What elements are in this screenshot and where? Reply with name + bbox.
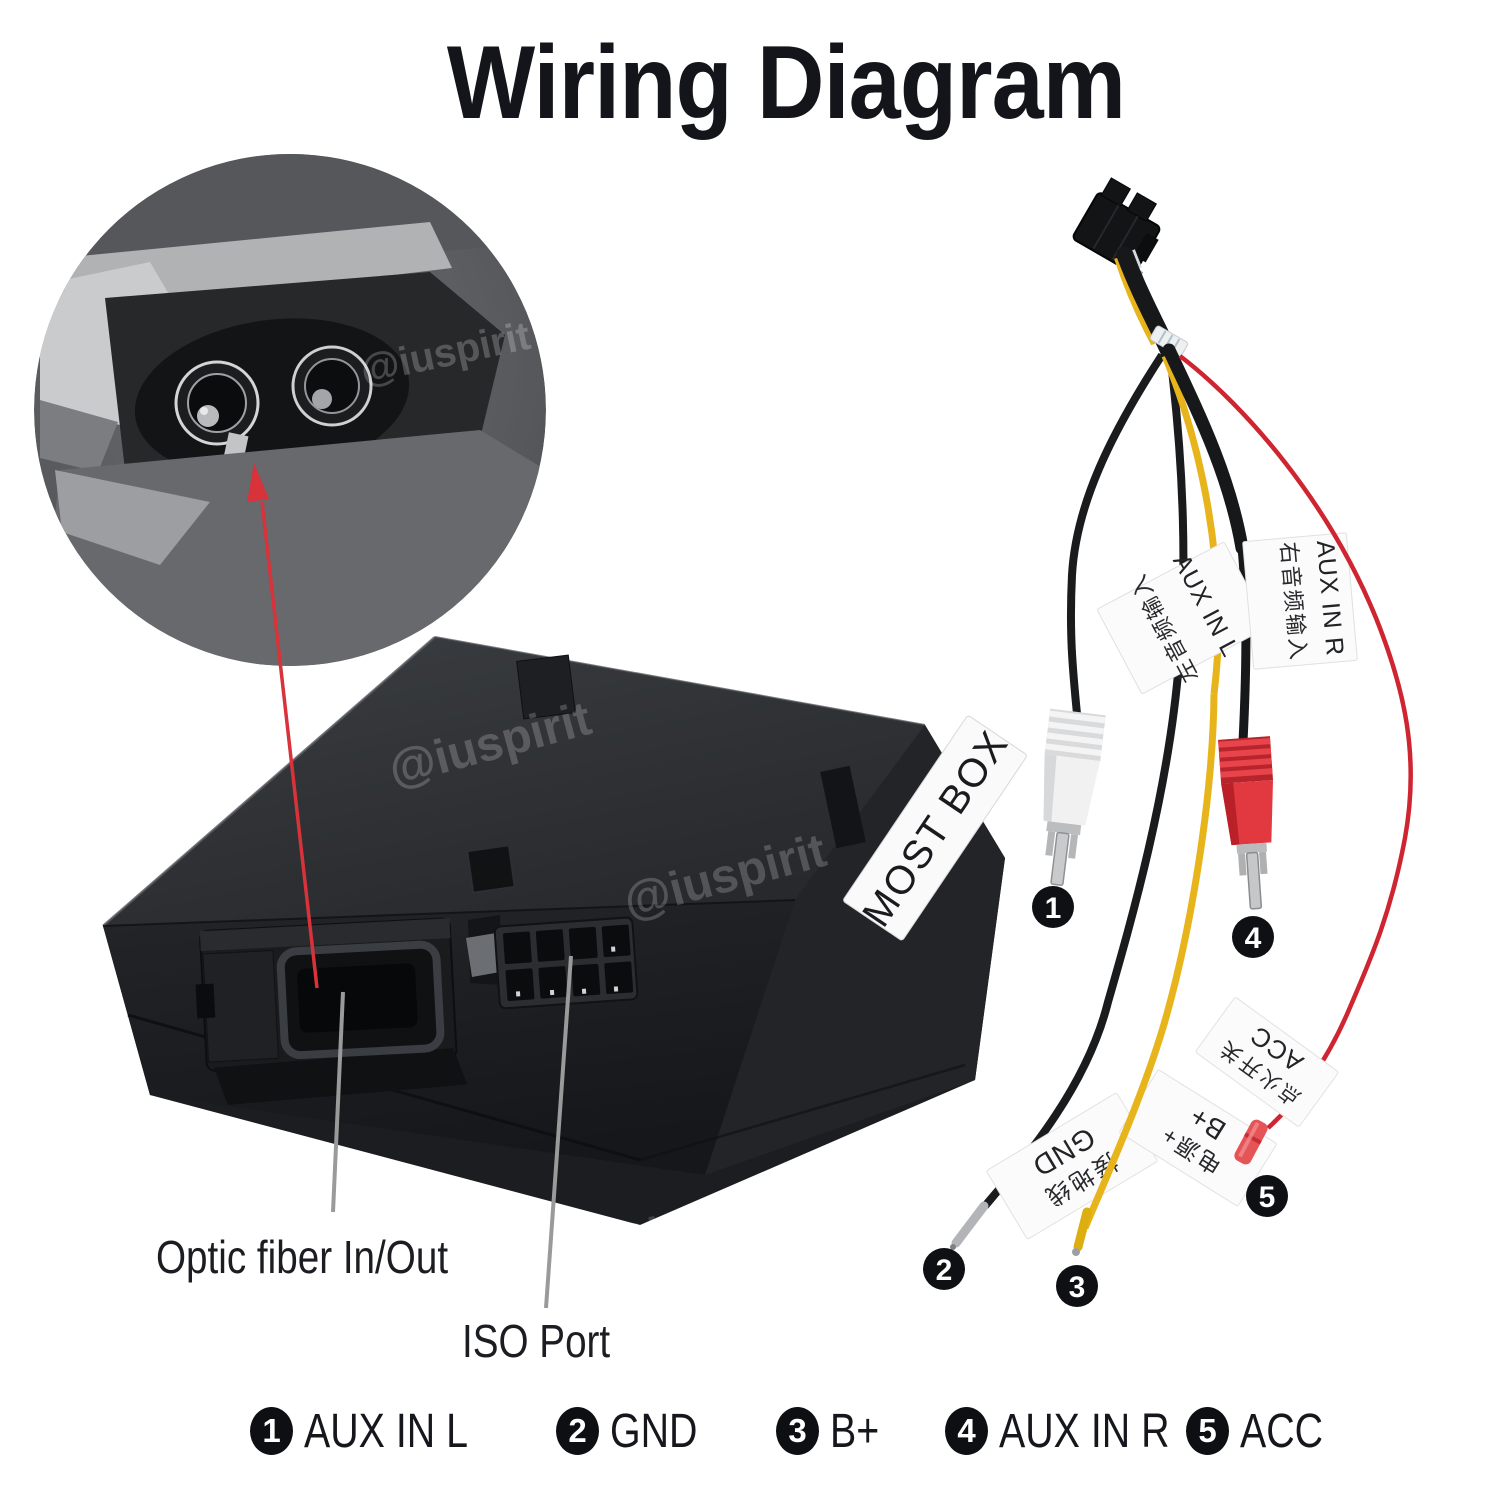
crimp-highlight (1238, 1121, 1260, 1158)
legend-label: AUX IN R (999, 1404, 1170, 1458)
badge-4: 4 (1232, 916, 1274, 958)
tag-gnd: 接地线 GND (986, 1092, 1158, 1240)
gnd-ferrule-tip (950, 1244, 956, 1250)
badge-1: 1 (1032, 886, 1074, 928)
tag-aux-in-l: 左音频输入 AUX IN L (1097, 542, 1269, 694)
badge-5-number: 5 (1259, 1181, 1276, 1214)
badge-4-number: 4 (1245, 922, 1262, 955)
rca-rib (1220, 768, 1273, 778)
iso-port-callout-line (544, 955, 573, 1309)
red-crimp-terminal (1234, 1119, 1268, 1165)
optic-port-hole (297, 963, 418, 1033)
plug-prong (1126, 192, 1158, 222)
red-rca-plug (1218, 736, 1274, 910)
legend-item-aux-in-l: 1 AUX IN L (250, 1404, 504, 1458)
yellow-wire-tip (1072, 1248, 1080, 1256)
rca-center-pin (1245, 851, 1263, 910)
rca-rib (1049, 710, 1106, 724)
legend-number-badge: 3 (776, 1407, 819, 1455)
iso-pin-holes (502, 924, 634, 1001)
legend-number-badge: 1 (250, 1407, 293, 1455)
rca-center-pin (1050, 831, 1070, 886)
legend-item-aux-in-r: 4 AUX IN R (945, 1404, 1207, 1458)
legend-label: GND (610, 1404, 698, 1458)
optic-connector-inset: @iuspirit (34, 154, 546, 666)
inset-light-streak (55, 470, 210, 565)
rca-collar (1046, 821, 1082, 836)
box-face-seam (102, 899, 796, 927)
badge-3-number: 3 (1069, 1271, 1086, 1304)
optic-barrel-left (174, 360, 260, 446)
port-clip-notch (195, 983, 216, 1019)
box-top-recess (466, 844, 516, 894)
box-top-tab (516, 654, 576, 720)
optic-fiber-port (195, 917, 468, 1105)
legend-number-badge: 2 (556, 1407, 599, 1455)
inset-metal-shadow (40, 400, 118, 472)
barrel-glint (312, 389, 332, 409)
white-wire-stub (1131, 249, 1142, 269)
legend-number-badge: 4 (945, 1407, 988, 1455)
plug-latch (1133, 232, 1159, 263)
legend-label: B+ (830, 1404, 880, 1458)
rca-prong (1238, 853, 1247, 876)
yellow-wire-upper (1114, 257, 1157, 346)
gnd-ferrule (951, 1201, 989, 1248)
box-edge-highlight-left (102, 636, 436, 927)
iso-metal-clip (466, 933, 500, 977)
legend-item-acc: 5 ACC (1186, 1404, 1341, 1458)
inset-lower-area (50, 430, 546, 666)
badge-1-number: 1 (1045, 892, 1062, 925)
tag-aux-in-r: 右音频输入 AUX IN R (1242, 532, 1358, 670)
page-title: Wiring Diagram (446, 25, 1126, 141)
optic-barrel-right (291, 345, 373, 427)
rca-body-shade (1043, 754, 1057, 822)
legend-label: AUX IN L (304, 1404, 469, 1458)
box-lid-seam-right (639, 1063, 966, 1162)
port-top-bar (199, 918, 451, 952)
rca-rib (1046, 732, 1103, 746)
plug-prong (1100, 177, 1132, 207)
box-top-face (103, 637, 925, 926)
badge-2: 2 (923, 1248, 965, 1290)
box-side-slot (820, 765, 866, 849)
optic-fiber-pointer-arrow (247, 463, 319, 989)
yellow-wire-shrink-tip (1073, 1207, 1092, 1252)
legend-item-b-plus: 3 B+ (776, 1404, 890, 1458)
legend-item-gnd: 2 GND (556, 1404, 717, 1458)
arrowhead (247, 463, 269, 502)
optic-fiber-callout-line (331, 991, 345, 1213)
legend-number-badge: 5 (1186, 1407, 1229, 1455)
iso-pin-glints (515, 946, 619, 997)
iso-port-callout-label: ISO Port (462, 1315, 611, 1367)
barrel-glint (197, 405, 219, 427)
yellow-wire-lower (1081, 693, 1218, 1230)
rca-prong (1045, 831, 1056, 856)
rca-rib (1218, 748, 1272, 758)
aux-r-sheath (1162, 343, 1249, 555)
rca-body-shade (1221, 782, 1240, 846)
badge-5: 5 (1246, 1175, 1288, 1217)
harness-connector-plug (1072, 177, 1161, 274)
rca-rib (1045, 743, 1102, 757)
rca-rib (1219, 758, 1272, 768)
badge-3: 3 (1056, 1265, 1098, 1307)
acc-red-wire (1178, 354, 1413, 1130)
optic-fiber-callout-label: Optic fiber In/Out (156, 1231, 449, 1283)
aux-r-wire (1237, 547, 1251, 743)
gnd-wire (981, 361, 1188, 1209)
iso-port (493, 916, 639, 1010)
most-box-device: @iuspirit @iuspirit @iuspirit (102, 636, 1027, 1270)
rca-rib (1218, 738, 1271, 748)
legend-label: ACC (1240, 1404, 1324, 1458)
rca-prong (1259, 851, 1268, 875)
box-edge-highlight-top (434, 636, 926, 726)
rca-rib (1047, 721, 1105, 735)
barrel-glint-dot (200, 407, 208, 415)
badge-2-number: 2 (936, 1254, 953, 1287)
aux-l-wire (1066, 352, 1166, 715)
rca-prong (1068, 834, 1079, 859)
rca-collar (1236, 842, 1267, 854)
white-rca-plug (1043, 708, 1106, 886)
